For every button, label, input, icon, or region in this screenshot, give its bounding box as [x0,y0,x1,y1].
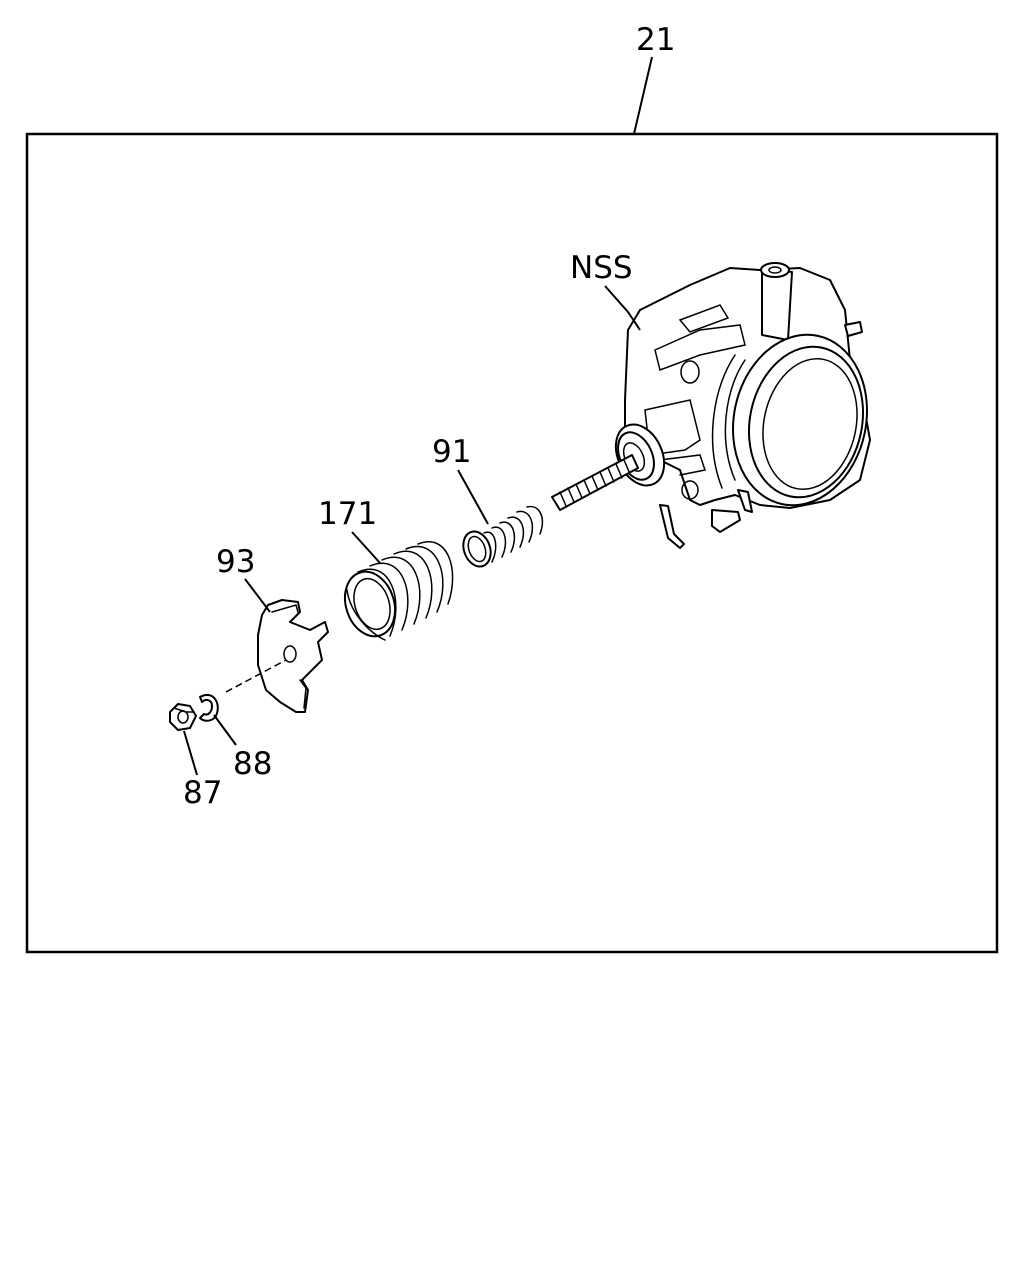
leader-87 [183,730,198,776]
leader-171 [351,531,381,564]
diagram-frame [25,132,999,954]
label-21: 21 [636,22,675,58]
leader-93 [244,578,271,613]
throttle-body-part [614,262,871,549]
threaded-shaft-part [551,454,639,511]
large-spring-part [344,541,454,641]
label-88: 88 [233,746,272,782]
leader-nss [604,285,641,331]
washer-part [199,694,219,722]
small-spring-part [462,505,544,568]
label-87: 87 [183,775,222,811]
leader-21 [633,56,653,135]
label-93: 93 [216,544,255,580]
lever-part [257,599,329,713]
nut-part [169,703,197,731]
label-171: 171 [318,496,377,532]
label-91: 91 [432,434,471,470]
leader-88 [213,714,237,746]
label-nss: NSS [570,250,633,286]
leader-91 [457,469,489,525]
assembly-axis-line [225,659,287,693]
